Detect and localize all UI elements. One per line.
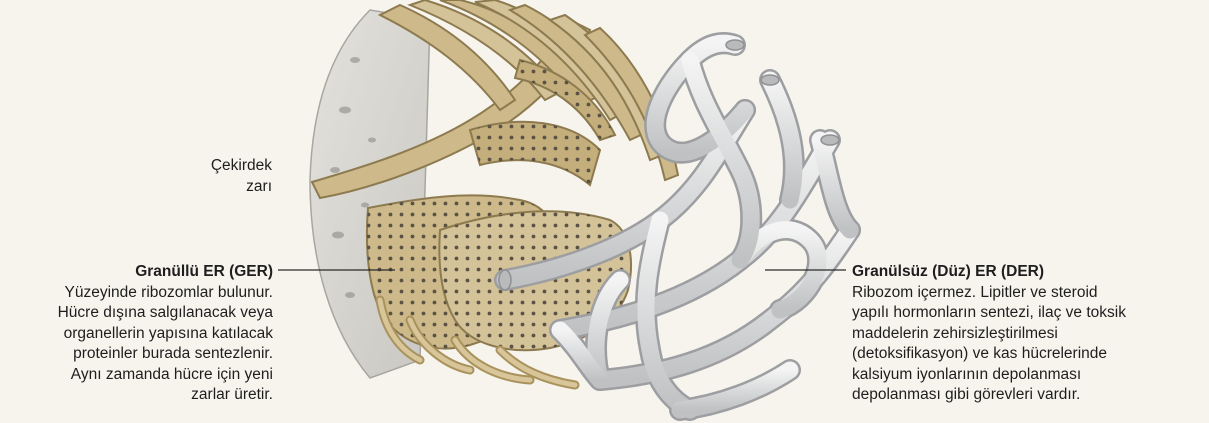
nuclear-envelope-label-text: Çekirdek zarı <box>150 156 272 197</box>
rough-er-label: Granüllü ER (GER) Yüzeyinde ribozomlar b… <box>0 262 273 406</box>
smooth-er-title: Granülsüz (Düz) ER (DER) <box>852 262 1197 283</box>
smooth-er-description: Ribozom içermez. Lipitler ve steroid yap… <box>852 283 1197 406</box>
rough-er-title: Granüllü ER (GER) <box>0 262 273 283</box>
smooth-er-label: Granülsüz (Düz) ER (DER) Ribozom içermez… <box>852 262 1197 406</box>
nuclear-envelope-label: Çekirdek zarı <box>150 156 272 197</box>
rough-er-description: Yüzeyinde ribozomlar bulunur. Hücre dışı… <box>0 283 273 406</box>
